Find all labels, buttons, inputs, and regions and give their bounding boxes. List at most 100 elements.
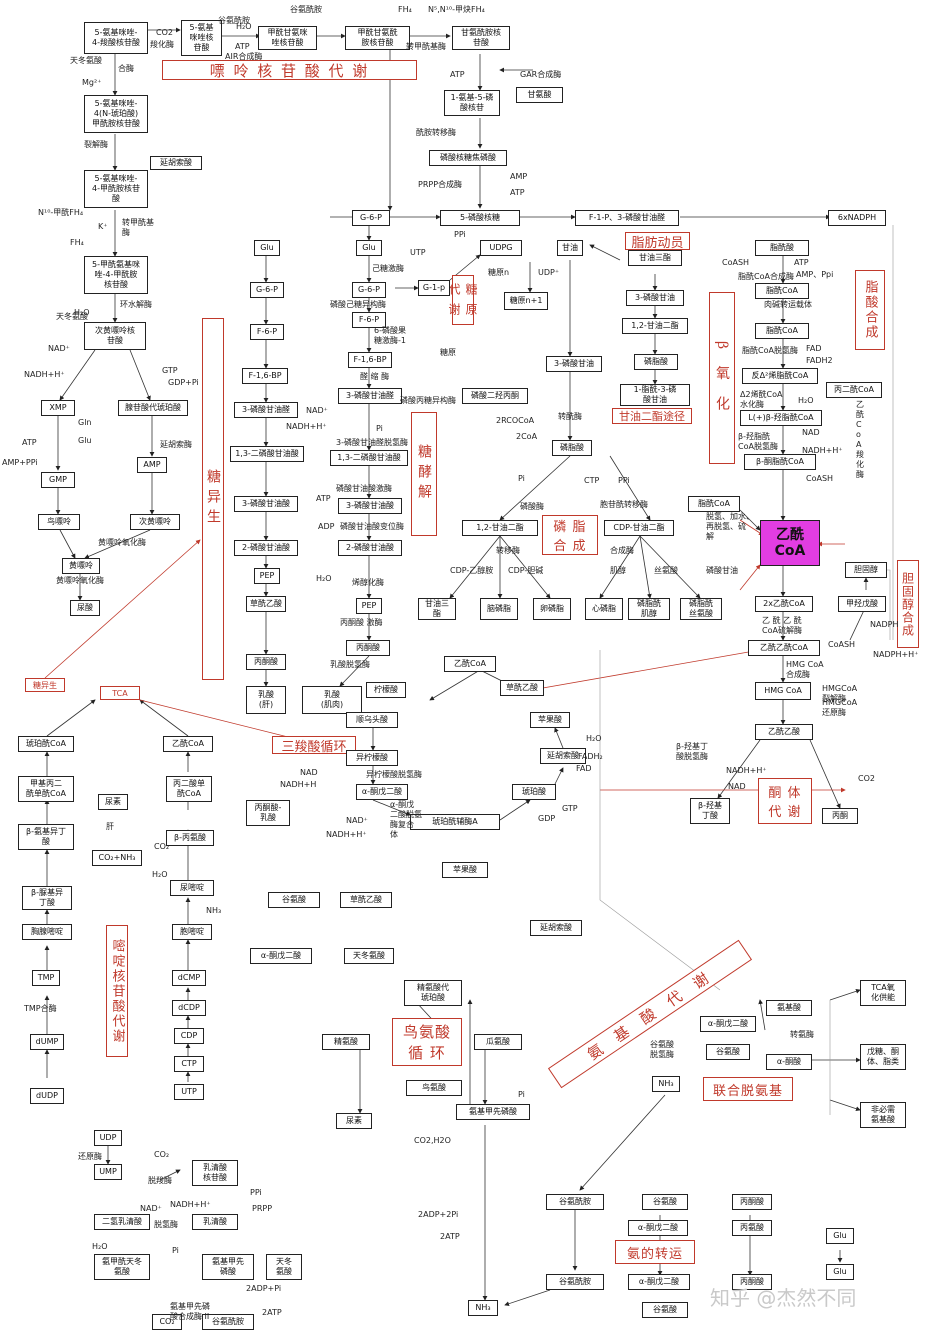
glycolysis-region: 糖酵解 — [411, 412, 437, 536]
metabolite-co2nh3: CO₂+NH₃ — [92, 850, 142, 866]
metabolite-fumarate: 延胡索酸 — [540, 748, 586, 764]
metabolite-oaa-tca: 草酰乙酸 — [500, 680, 544, 696]
metabolite-ala-t: 丙氨酸 — [732, 1220, 772, 1236]
label-udp-lab: UDP⁺ — [538, 268, 560, 277]
label-nadph2: NADPH+H⁺ — [873, 650, 919, 659]
metabolite-citrate: 柠檬酸 — [366, 682, 406, 698]
pyrimidine-region: 嘧啶核苷酸代谢 — [106, 925, 128, 1057]
metabolite-glu-t2: 谷氨酰胺 — [546, 1274, 604, 1290]
metabolite-baib-l: β-氨基异丁 酸 — [18, 824, 74, 850]
label-nadh3: NADH+H⁺ — [802, 446, 843, 455]
metabolite-glc-t: Glu — [826, 1228, 854, 1244]
metabolite-malsemi: 丙二酸单 酰CoA — [166, 776, 212, 802]
metabolite-p4: 甲酰甘氨酰 胺核苷酸 — [345, 26, 410, 50]
metabolite-aa: 氨基酸 — [766, 1000, 812, 1016]
label-idh: 异柠檬酸脱氢酶 — [366, 770, 422, 779]
label-fadh: FADH₂ — [578, 752, 603, 761]
label-glycogen: 糖原 — [440, 348, 456, 357]
metabolite-urea-u: 尿素 — [336, 1113, 372, 1129]
label-acad: 脂酰CoA脱氢酶 — [742, 346, 798, 355]
metabolite-succoa-l: 琥珀酰CoA — [18, 736, 74, 752]
metabolite-dump: dUMP — [30, 1034, 64, 1050]
metabolite-nonessential: 非必需 氨基酸 — [860, 1102, 906, 1128]
label-carnitine: 肉碱转运载体 — [764, 300, 812, 309]
label-atp5: ATP — [794, 258, 809, 267]
label-enolase: 烯醇化酶 — [352, 578, 384, 587]
label-cyclo: 环水解酶 — [120, 300, 152, 309]
label-synthase: 合酶 — [118, 64, 134, 73]
metabolite-cis: 顺乌头酸 — [346, 712, 398, 728]
label-gtp2: GTP — [562, 804, 578, 813]
label-nadh4: NADH+H⁺ — [726, 766, 767, 775]
label-utp: UTP — [410, 248, 426, 257]
metabolite-f6p-m: F-6-P — [352, 312, 386, 328]
label-cdpchol: CDP-乙醇胺 — [450, 566, 494, 575]
label-h2o4: H₂O — [586, 734, 602, 743]
label-nadh7: NADH+H⁺ — [170, 1200, 211, 1209]
metabolite-bpg-l: 1,3-二磷酸甘油酸 — [230, 446, 304, 462]
metabolite-udpg: UDPG — [480, 240, 522, 256]
label-carbsyn: 氨基甲先磷 酸合成酶 II — [170, 1302, 210, 1321]
metabolite-co2-b: CO₂ — [152, 1314, 182, 1330]
metabolite-argsucc: 精氨酸代 琥珀酸 — [404, 980, 462, 1006]
metabolite-r5p: 5-磷酸核糖 — [440, 210, 520, 226]
metabolite-ureidopro: 尿嘧啶 — [170, 880, 214, 896]
label-rcocoa: 2RCOCoA — [496, 416, 535, 425]
metabolite-pl5: 磷脂酰 肌醇 — [628, 598, 670, 620]
metabolite-p1: 5-氨基咪唑- 4-羧酸核苷酸 — [84, 22, 148, 54]
label-asp2: 天冬氨酸 — [56, 312, 88, 321]
metabolite-utp: UTP — [174, 1084, 204, 1100]
label-co2-2: CO₂ — [154, 1150, 170, 1159]
metabolite-succinate: 琥珀酸 — [512, 784, 556, 800]
metabolite-dg12: 1,2-甘油二酯 — [462, 520, 538, 536]
label-h2o6: H₂O — [92, 1242, 108, 1251]
metabolite-carbp-u: 氨基甲先磷酸 — [456, 1104, 530, 1120]
label-pgm: 磷酸己糖异构酶 — [330, 300, 386, 309]
label-fh4-top: FH₄ — [398, 5, 412, 14]
metabolite-malate: 苹果酸 — [530, 712, 570, 728]
metabolite-acetoacetyl: 乙酰乙酰CoA — [748, 640, 820, 656]
label-n10-top: N⁵,N¹⁰-甲炔FH₄ — [428, 5, 485, 14]
metabolite-g6p-m: G-6-P — [352, 282, 386, 298]
metabolite-p20: 尿酸 — [70, 600, 100, 616]
label-atp: ATP — [22, 438, 37, 447]
label-hexokinase: 己糖激酶 — [372, 264, 404, 273]
metabolite-dudp: dUDP — [30, 1088, 64, 1104]
metabolite-carbp: 氨基甲先 磷酸 — [202, 1254, 254, 1280]
label-air: AIR合成酶 — [225, 52, 263, 61]
metabolite-baib-uf: β-脲基异 丁酸 — [22, 886, 72, 910]
metabolite-isocit: 异柠檬酸 — [346, 750, 398, 766]
label-fad: FAD — [806, 344, 822, 353]
metabolite-p18: 次黄嘌呤 — [130, 514, 180, 530]
label-adppi: 2ADP+2Pi — [418, 1210, 459, 1219]
gluconeogenesis-tag: 糖异生 — [25, 678, 65, 692]
label-aldolase: 醛 缩 酶 — [360, 372, 390, 381]
metabolite-glu-d: 谷氨酸 — [706, 1044, 750, 1060]
label-coash3: CoASH — [828, 640, 856, 649]
metabolite-pl1: 甘油三 酯 — [418, 598, 456, 620]
metabolite-glu-l: Glu — [254, 240, 280, 256]
purine-region: 嘌 呤 核 苷 酸 代 谢 — [162, 60, 417, 80]
label-bhbdh: β-羟基丁 酸脱氢酶 — [676, 742, 708, 761]
metabolite-pyr-t2: 丙酮酸 — [732, 1274, 772, 1290]
label-amidotrans: 酰胺转移酶 — [416, 128, 456, 137]
metabolite-gln-t: 谷氨酰胺 — [546, 1194, 604, 1210]
metabolite-udp: UDP — [94, 1130, 122, 1146]
label-nad5: NAD — [300, 768, 318, 777]
beta-oxidation-region: β 氧 化 — [709, 292, 735, 464]
metabolite-oaa-u: 草酰乙酸 — [340, 892, 392, 908]
label-pi3: Pi — [172, 1246, 179, 1255]
label-liver: 肝 — [106, 822, 114, 831]
label-ppi: PPi — [454, 230, 466, 239]
label-asp: 天冬氨酸 — [70, 56, 102, 65]
metabolite-glycogen-n1: 糖原n+1 — [504, 292, 548, 310]
label-decarb: 脱羧酶 — [148, 1176, 172, 1185]
label-ldh: 乳酸脱氢酶 — [330, 660, 370, 669]
metabolite-ctp: CTP — [174, 1056, 204, 1072]
metabolite-mmcoa: 甲基丙二 酰单酰CoA — [18, 776, 74, 802]
label-gdh: 谷氨酸 脱氢酶 — [650, 1040, 674, 1059]
metabolite-pl3: 卵磷脂 — [533, 598, 571, 620]
metabolite-facoa3: 脂酰CoA — [688, 496, 740, 512]
label-nad6: NAD⁺ — [346, 816, 368, 825]
